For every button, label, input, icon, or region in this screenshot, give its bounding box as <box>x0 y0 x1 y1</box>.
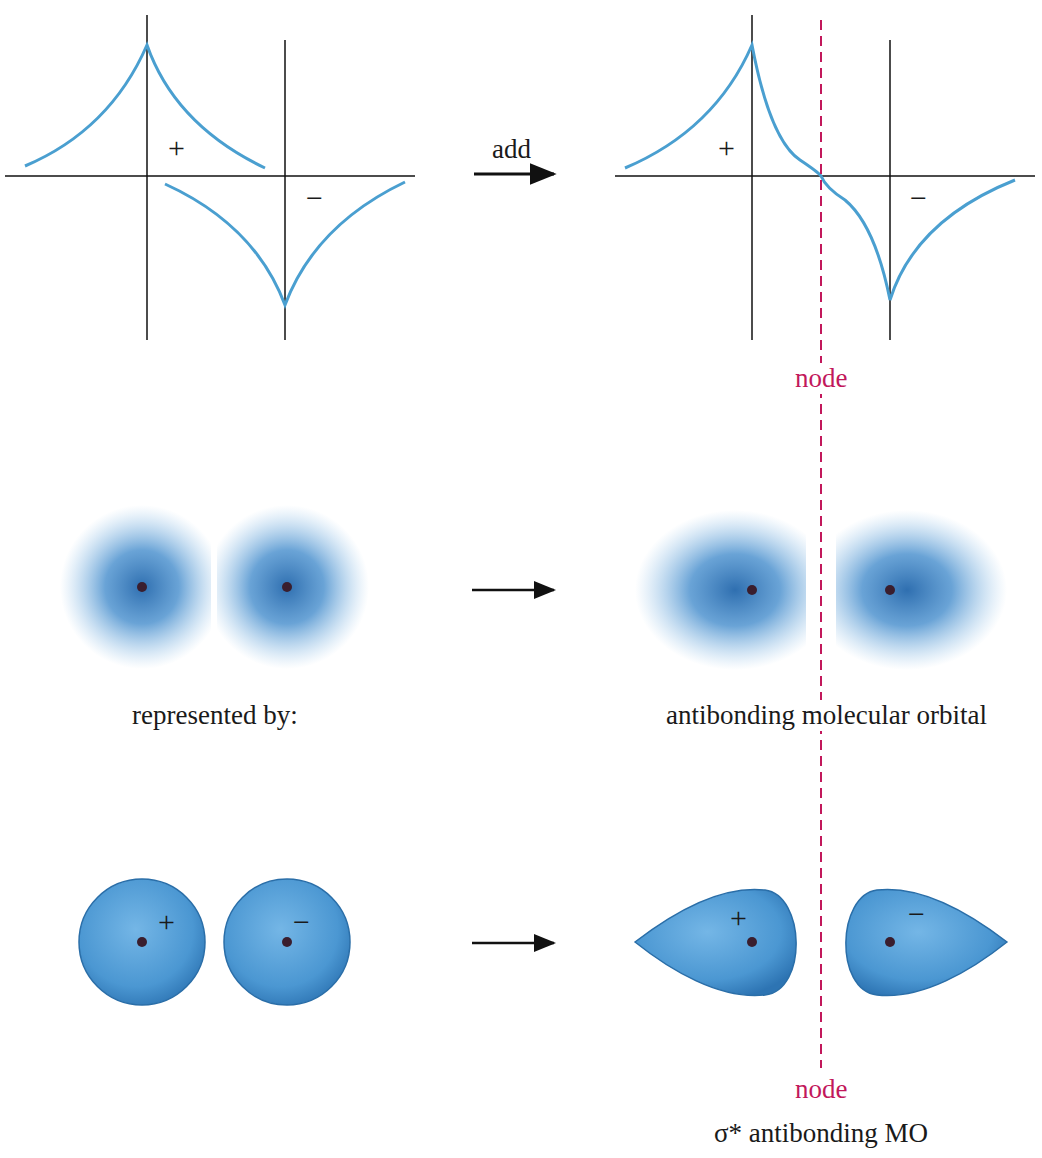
phase-sign: − <box>293 905 310 940</box>
operation-label: add <box>489 134 534 165</box>
orbital-label: σ* antibonding MO <box>711 1118 931 1149</box>
phase-sign: + <box>168 131 185 166</box>
node-label: node <box>792 363 850 394</box>
add-arrow <box>474 174 554 175</box>
phase-sign: + <box>718 131 735 166</box>
phase-sign: + <box>730 901 747 936</box>
phase-sign: + <box>158 905 175 940</box>
orbital-label: antibonding molecular orbital <box>663 700 990 731</box>
node-plane <box>821 20 822 1068</box>
node-label: node <box>792 1074 850 1105</box>
section-label: represented by: <box>129 700 301 731</box>
electron-density-clouds <box>60 505 1007 670</box>
phase-sign: − <box>306 181 323 216</box>
orbital-surfaces <box>79 879 1007 1005</box>
wave-graph-right <box>615 15 1035 340</box>
phase-sign: − <box>910 181 927 216</box>
phase-sign: − <box>908 897 925 932</box>
wave-graph-left <box>5 15 415 340</box>
